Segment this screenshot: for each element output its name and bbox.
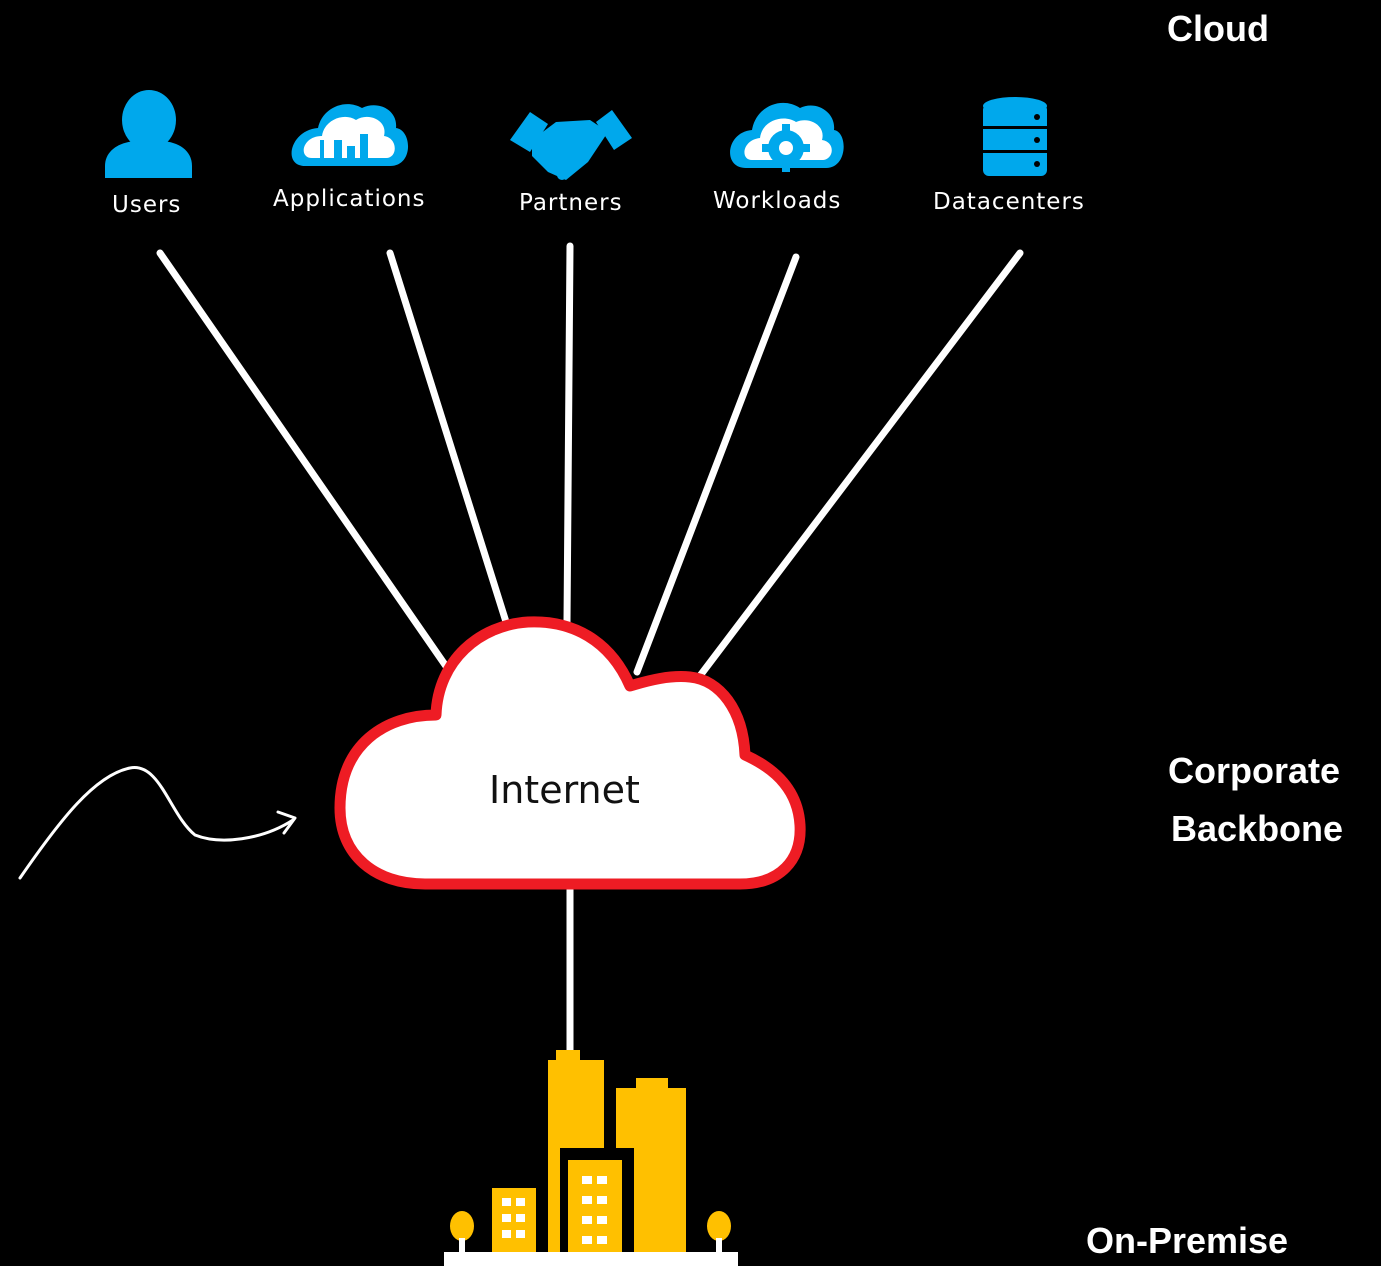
node-label-partners: Partners bbox=[519, 190, 623, 216]
node-label-workloads: Workloads bbox=[713, 188, 842, 214]
node-label-datacenters: Datacenters bbox=[933, 189, 1085, 215]
office-buildings-icon bbox=[444, 1050, 738, 1266]
cloud-chart-icon bbox=[291, 104, 409, 166]
pointer-arrow bbox=[18, 766, 297, 880]
zone-label-corporate: Corporate bbox=[1168, 750, 1341, 791]
user-icon bbox=[105, 90, 192, 178]
zone-label-cloud: Cloud bbox=[1167, 8, 1269, 49]
connector-users bbox=[156, 249, 454, 676]
cloud-gear-icon bbox=[730, 102, 844, 172]
connector-datacenters bbox=[689, 249, 1024, 689]
zone-label-backbone: Backbone bbox=[1171, 808, 1344, 849]
connector-partners bbox=[563, 242, 574, 626]
handshake-icon bbox=[510, 110, 632, 180]
internet-label: Internet bbox=[489, 768, 640, 812]
zone-label-onpremise: On-Premise bbox=[1086, 1220, 1289, 1261]
database-icon bbox=[983, 97, 1047, 176]
connector-workloads bbox=[633, 253, 800, 676]
node-label-users: Users bbox=[112, 192, 182, 218]
internet-cloud-icon bbox=[334, 616, 806, 890]
connector-lines bbox=[156, 242, 1024, 1054]
node-label-applications: Applications bbox=[273, 186, 426, 212]
connector-applications bbox=[386, 249, 511, 629]
